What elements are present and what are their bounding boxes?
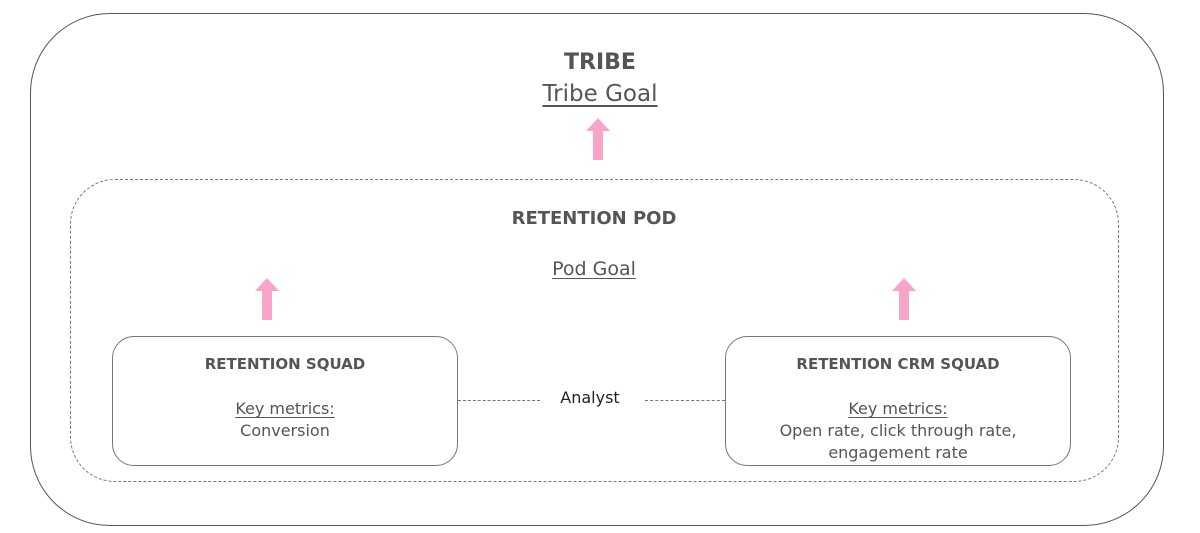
analyst-label: Analyst — [560, 388, 620, 407]
tribe-up-arrow-icon — [586, 118, 610, 160]
pod-container — [70, 179, 1119, 482]
pod-goal: Pod Goal — [552, 258, 636, 280]
crm-squad-up-arrow-icon — [892, 278, 916, 320]
key-metrics-label: Key metrics: — [848, 399, 948, 418]
key-metrics-value-line: Open rate, click through rate, — [779, 421, 1017, 440]
key-metrics-value: Open rate, click through rate, engagemen… — [726, 420, 1070, 464]
tribe-title: TRIBE — [564, 50, 636, 75]
tribe-goal: Tribe Goal — [542, 81, 658, 107]
key-metrics-value: Conversion — [240, 421, 330, 440]
tribe-container — [30, 13, 1164, 526]
pod-title: RETENTION POD — [511, 208, 677, 229]
squad-title: RETENTION CRM SQUAD — [796, 355, 1000, 373]
key-metrics-value-line: engagement rate — [828, 443, 968, 462]
squad-title: RETENTION SQUAD — [204, 355, 366, 373]
retention-squad-box: RETENTION SQUAD Key metrics: Conversion — [112, 336, 458, 466]
retention-crm-squad-box: RETENTION CRM SQUAD Key metrics: Open ra… — [725, 336, 1071, 466]
retention-squad-up-arrow-icon — [255, 278, 279, 320]
connector-line-right — [645, 400, 725, 401]
key-metrics-label: Key metrics: — [235, 399, 335, 418]
connector-line-left — [458, 400, 540, 401]
